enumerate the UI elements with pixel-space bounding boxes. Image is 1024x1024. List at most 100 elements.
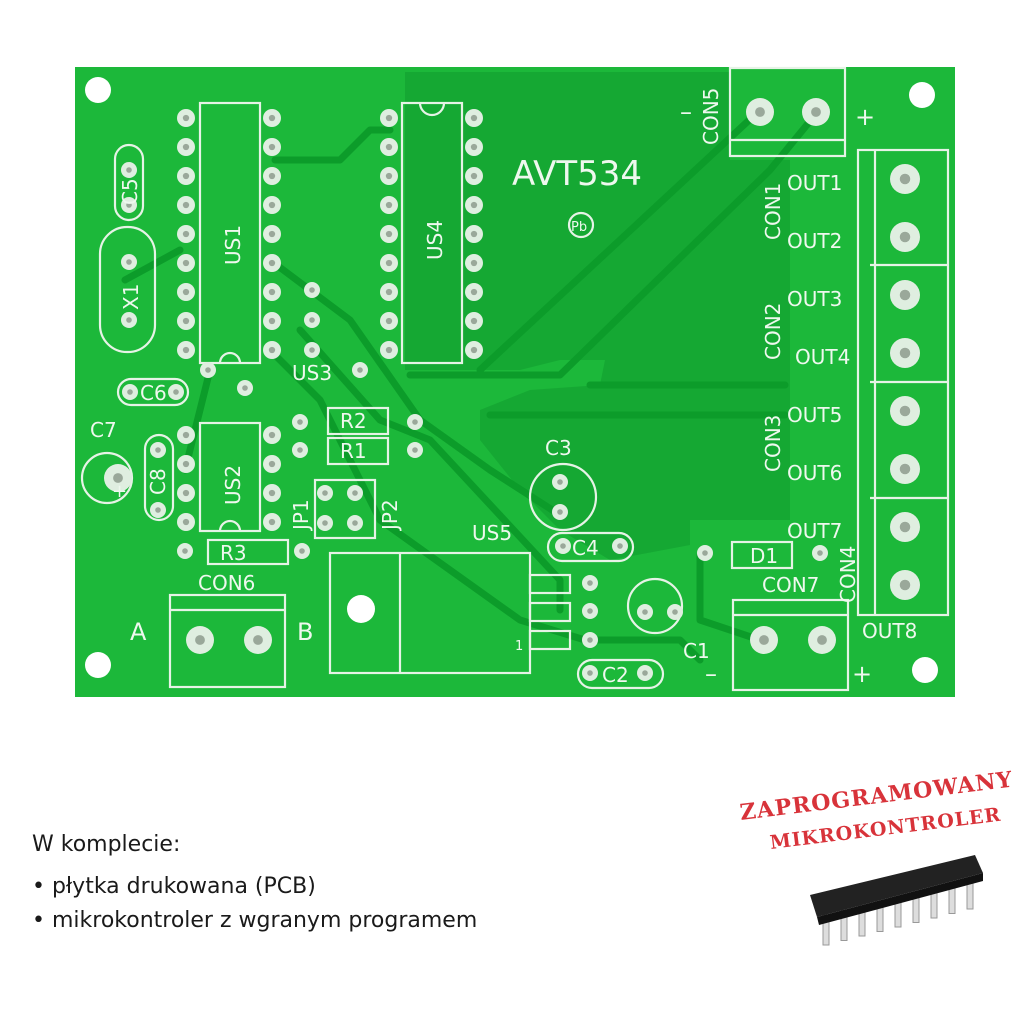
solder-pad xyxy=(380,341,398,359)
solder-pad xyxy=(890,396,920,426)
solder-pad xyxy=(465,138,483,156)
label-con4: CON4 xyxy=(836,546,860,603)
label-x1: X1 xyxy=(119,284,143,310)
solder-pad xyxy=(465,341,483,359)
solder-pad xyxy=(263,167,281,185)
solder-pad xyxy=(552,474,568,490)
label-out6: OUT6 xyxy=(787,461,842,485)
solder-pad xyxy=(121,254,137,270)
label-d1: D1 xyxy=(750,544,778,568)
solder-pad xyxy=(465,312,483,330)
kit-item-pcb: • płytka drukowana (PCB) xyxy=(32,874,316,899)
label-c7-plus: + xyxy=(112,481,127,502)
solder-pad xyxy=(890,512,920,542)
solder-pad xyxy=(555,538,571,554)
solder-pad xyxy=(380,254,398,272)
label-out5: OUT5 xyxy=(787,403,842,427)
label-out7: OUT7 xyxy=(787,519,842,543)
solder-pad xyxy=(263,283,281,301)
solder-pad xyxy=(812,545,828,561)
label-us5: US5 xyxy=(472,521,512,545)
solder-pad xyxy=(582,575,598,591)
solder-pad xyxy=(317,515,333,531)
solder-pad xyxy=(465,283,483,301)
solder-pad xyxy=(582,632,598,648)
solder-pad xyxy=(380,312,398,330)
label-con1: CON1 xyxy=(761,183,785,240)
solder-pad xyxy=(380,138,398,156)
solder-pad xyxy=(582,603,598,619)
label-out3: OUT3 xyxy=(787,287,842,311)
label-r3: R3 xyxy=(220,541,247,565)
solder-pad xyxy=(237,380,253,396)
solder-pad xyxy=(292,442,308,458)
kit-item-mcu: • mikrokontroler z wgranym programem xyxy=(32,908,478,933)
solder-pad xyxy=(177,138,195,156)
solder-pad xyxy=(150,442,166,458)
solder-pad xyxy=(186,626,214,654)
label-con3: CON3 xyxy=(761,415,785,472)
label-c4: C4 xyxy=(572,536,599,560)
solder-pad xyxy=(244,626,272,654)
label-c3: C3 xyxy=(545,436,572,460)
solder-pad xyxy=(263,513,281,531)
label-out8: OUT8 xyxy=(862,619,917,643)
solder-pad xyxy=(263,426,281,444)
solder-pad xyxy=(177,484,195,502)
solder-pad xyxy=(890,164,920,194)
solder-pad xyxy=(750,626,778,654)
solder-pad xyxy=(612,538,628,554)
solder-pad xyxy=(263,138,281,156)
copper-pour xyxy=(405,72,790,560)
solder-pad xyxy=(304,312,320,328)
mounting-holes xyxy=(85,77,938,683)
label-con5-plus: + xyxy=(855,103,875,131)
label-c5: C5 xyxy=(118,178,142,205)
label-jp2: JP2 xyxy=(378,499,402,532)
label-con5: CON5 xyxy=(699,88,723,145)
solder-pad xyxy=(890,454,920,484)
solder-pad xyxy=(407,414,423,430)
solder-pad xyxy=(890,570,920,600)
solder-pad xyxy=(168,384,184,400)
label-out2: OUT2 xyxy=(787,229,842,253)
solder-pad xyxy=(122,384,138,400)
label-us4: US4 xyxy=(423,220,447,260)
label-c2: C2 xyxy=(602,663,629,687)
label-r2: R2 xyxy=(340,409,367,433)
label-c7: C7 xyxy=(90,418,117,442)
solder-pad xyxy=(697,545,713,561)
solder-pad xyxy=(380,225,398,243)
solder-pad xyxy=(352,362,368,378)
solder-pad xyxy=(582,665,598,681)
label-us3: US3 xyxy=(292,361,332,385)
label-c8: C8 xyxy=(146,468,170,495)
label-us1: US1 xyxy=(221,225,245,265)
label-c6: C6 xyxy=(140,381,167,405)
solder-pad xyxy=(465,167,483,185)
solder-pad xyxy=(347,485,363,501)
solder-pad xyxy=(890,338,920,368)
solder-pad xyxy=(177,543,193,559)
solder-pad xyxy=(177,167,195,185)
solder-pad xyxy=(380,196,398,214)
solder-pad xyxy=(200,362,216,378)
solder-pad xyxy=(177,225,195,243)
solder-pad xyxy=(177,341,195,359)
label-con6: CON6 xyxy=(198,571,255,595)
solder-pad xyxy=(177,109,195,127)
label-pin1: 1 xyxy=(515,639,523,654)
kit-heading: W komplecie: xyxy=(32,832,181,857)
label-terminal-b: B xyxy=(297,618,313,646)
label-con5-minus: – xyxy=(680,98,692,126)
solder-pad xyxy=(177,254,195,272)
solder-pad xyxy=(746,98,774,126)
solder-pad xyxy=(667,604,683,620)
solder-pad xyxy=(263,196,281,214)
solder-pad xyxy=(263,225,281,243)
label-con7-minus: – xyxy=(705,660,717,688)
solder-pad xyxy=(177,426,195,444)
solder-pad xyxy=(263,341,281,359)
solder-pad xyxy=(317,485,333,501)
